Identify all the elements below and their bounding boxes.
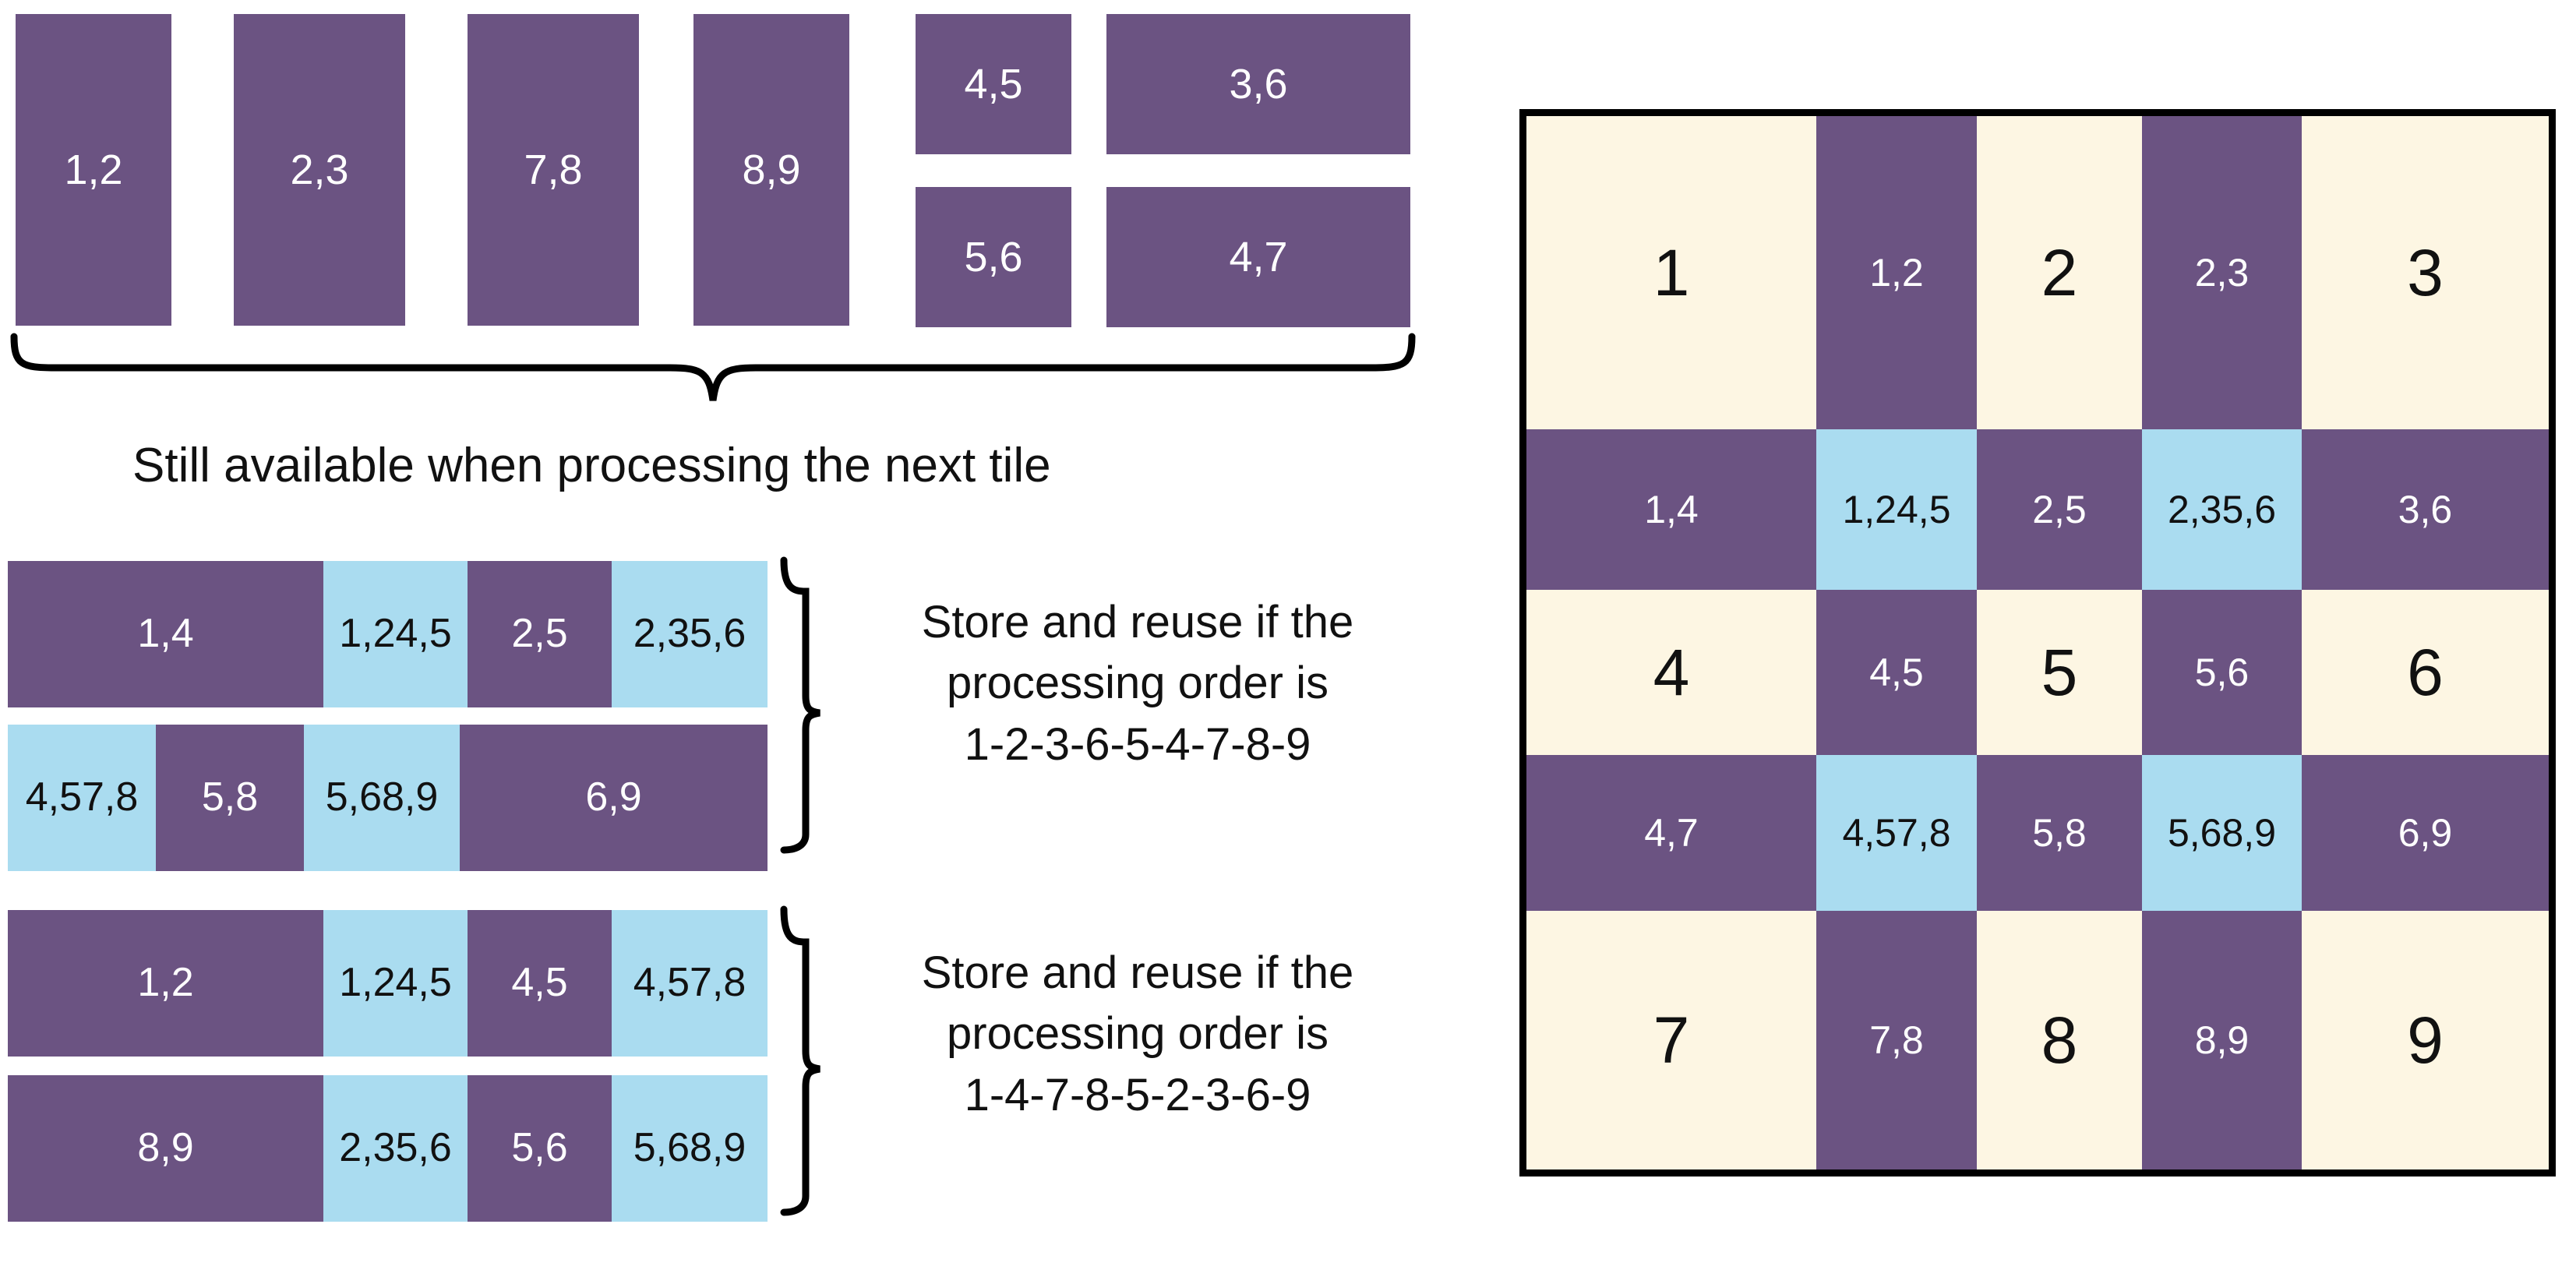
grid-cell: 4 xyxy=(1526,590,1816,755)
side-text-order-2-line-1: Store and reuse if the xyxy=(921,947,1354,998)
grid-cell: 5 xyxy=(1977,590,2142,755)
grid-cell: 3 xyxy=(2302,116,2549,429)
strip-segment: 1,4 xyxy=(8,561,323,707)
grid-cell: 4,7 xyxy=(1526,755,1816,911)
grid-cell: 1 xyxy=(1526,116,1816,429)
available-tile: 3,6 xyxy=(1106,14,1410,154)
available-tile: 7,8 xyxy=(468,14,639,326)
grid-cell: 8 xyxy=(1977,911,2142,1169)
grid-cell: 8,9 xyxy=(2142,911,2302,1169)
brace-group-1 xyxy=(780,556,820,854)
available-tile: 4,5 xyxy=(916,14,1071,154)
grid-cell: 2,5 xyxy=(1977,429,2142,590)
brace-top xyxy=(10,333,1416,401)
grid-cell: 6,9 xyxy=(2302,755,2549,911)
brace-group-2 xyxy=(780,905,820,1216)
grid-cell: 1,4 xyxy=(1526,429,1816,590)
side-text-order-1-line-1: Store and reuse if the xyxy=(921,597,1354,647)
strip-segment: 1,2 xyxy=(8,910,323,1057)
side-text-order-2: Store and reuse if the processing order … xyxy=(842,943,1434,1126)
strip-segment: 6,9 xyxy=(460,725,768,871)
grid-cell: 9 xyxy=(2302,911,2549,1169)
strip-segment: 2,5 xyxy=(468,561,612,707)
grid-cell: 5,6 xyxy=(2142,590,2302,755)
available-tile: 5,6 xyxy=(916,187,1071,327)
side-text-order-2-line-2: processing order is xyxy=(947,1008,1329,1060)
strip-segment: 5,8 xyxy=(156,725,304,871)
grid-cell: 1,2 xyxy=(1816,116,1977,429)
side-text-order-1: Store and reuse if the processing order … xyxy=(842,592,1434,775)
available-tile: 2,3 xyxy=(234,14,405,326)
strip-segment: 8,9 xyxy=(8,1075,323,1222)
grid-cell: 7,8 xyxy=(1816,911,1977,1169)
grid-cell: 4,5 xyxy=(1816,590,1977,755)
grid-cell: 5,8 xyxy=(1977,755,2142,911)
available-tile: 8,9 xyxy=(693,14,849,326)
strip-segment: 4,5 xyxy=(468,910,612,1057)
strip-segment: 5,6 xyxy=(468,1075,612,1222)
caption-still-available: Still available when processing the next… xyxy=(132,439,1051,492)
grid-cell: 2 xyxy=(1977,116,2142,429)
grid-cell: 3,6 xyxy=(2302,429,2549,590)
grid-cell: 6 xyxy=(2302,590,2549,755)
grid-cell: 7 xyxy=(1526,911,1816,1169)
available-tile: 1,2 xyxy=(16,14,171,326)
side-text-order-2-line-3: 1-4-7-8-5-2-3-6-9 xyxy=(964,1069,1311,1120)
side-text-order-1-line-3: 1-2-3-6-5-4-7-8-9 xyxy=(964,718,1311,770)
available-tile: 4,7 xyxy=(1106,187,1410,327)
side-text-order-1-line-2: processing order is xyxy=(947,658,1329,709)
grid-cell: 2,3 xyxy=(2142,116,2302,429)
